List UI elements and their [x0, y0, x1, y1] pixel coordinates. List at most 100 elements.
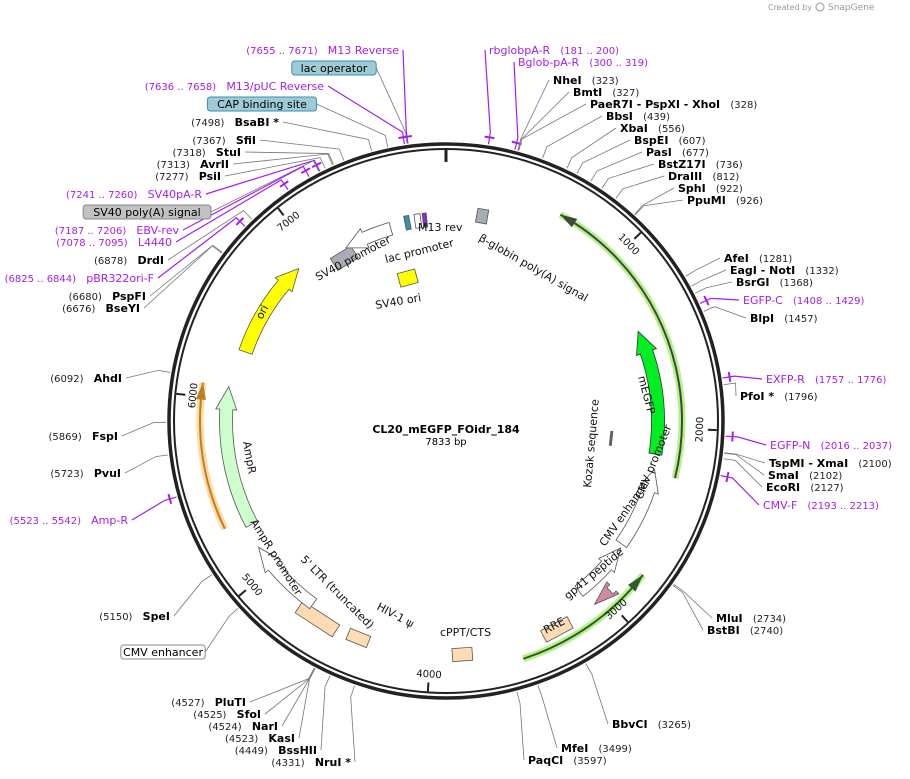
primer-label[interactable]: Bglob-pA-R (300 .. 319) [518, 51, 648, 70]
enzyme-label[interactable]: (6878) DrdI [94, 249, 164, 268]
site-enzyme[interactable]: (4523) KasI [225, 727, 295, 746]
primer-label[interactable]: (7636 .. 7658) M13/pUC Reverse [145, 75, 324, 94]
label-ori[interactable]: ori [253, 303, 271, 322]
site-enzyme[interactable]: (5723) PvuI [50, 462, 121, 481]
primer-label[interactable]: rbglobpA-R (181 .. 200) [489, 39, 619, 58]
site-enzyme[interactable]: BbsI (439) [606, 105, 670, 124]
site-primer[interactable]: (7655 .. 7671) M13 Reverse [246, 39, 399, 58]
enzyme-label[interactable]: (7498) BsaBI * [191, 111, 279, 130]
site-enzyme[interactable]: (7318) StuI [172, 141, 241, 160]
site-enzyme[interactable]: BlpI (1457) [750, 307, 818, 326]
site-enzyme[interactable]: PfoI * (1796) [740, 385, 818, 404]
sv40-ori-box[interactable] [396, 268, 419, 288]
enzyme-label[interactable]: BbvCI (3265) [612, 713, 691, 732]
ltr-box[interactable] [294, 600, 341, 638]
site-primer[interactable]: EGFP-C (1408 .. 1429) [743, 289, 865, 308]
bglobin-region-arc[interactable] [559, 213, 683, 479]
enzyme-label[interactable]: AfeI (1281) [724, 247, 792, 266]
label-bglobin-polya[interactable]: β-globin poly(A) signal [477, 231, 591, 304]
megfp-arrow[interactable] [636, 330, 665, 456]
kozak-mark[interactable] [608, 430, 614, 446]
enzyme-label[interactable]: BstBI (2740) [707, 619, 783, 638]
site-enzyme[interactable]: (6878) DrdI [94, 249, 164, 268]
site-enzyme[interactable]: XbaI (556) [620, 117, 685, 136]
enzyme-label[interactable]: (5150) SpeI [99, 605, 170, 624]
site-enzyme[interactable]: BspEI (607) [634, 129, 706, 148]
enzyme-label[interactable]: (4527) PluTI [171, 691, 246, 710]
primer-label[interactable]: (7655 .. 7671) M13 Reverse [246, 39, 399, 58]
enzyme-label[interactable]: NheI (323) [553, 69, 619, 88]
site-enzyme[interactable]: EagI - NotI (1332) [730, 259, 839, 278]
enzyme-label[interactable]: EagI - NotI (1332) [730, 259, 839, 278]
site-enzyme[interactable]: (4524) NarI [208, 715, 278, 734]
ampr-promoter-arrow[interactable] [258, 546, 318, 610]
enzyme-label[interactable]: (4524) NarI [208, 715, 278, 734]
primer-label[interactable]: (7241 .. 7260) SV40pA-R [66, 183, 202, 202]
site-box-gray[interactable]: SV40 poly(A) signal [82, 204, 212, 220]
enzyme-label[interactable]: (4449) BssHII [235, 739, 317, 758]
site-enzyme[interactable]: PaeR7I - PspXI - XhoI (328) [590, 93, 757, 112]
site-enzyme[interactable]: (6092) AhdI [50, 367, 122, 386]
enzyme-label[interactable]: XbaI (556) [620, 117, 685, 136]
enzyme-label[interactable]: PpuMI (926) [687, 189, 763, 208]
hiv-psi-box[interactable] [345, 627, 372, 649]
site-enzyme[interactable]: PaqCI (3597) [528, 749, 607, 768]
bglobin-box[interactable] [475, 207, 490, 225]
site-box-white[interactable]: CMV enhancer [120, 644, 206, 660]
site-enzyme[interactable]: (4449) BssHII [235, 739, 317, 758]
primer-label[interactable]: (5523 .. 5542) Amp-R [10, 509, 129, 528]
enzyme-label[interactable]: SmaI (2102) [768, 464, 842, 483]
sv40-promoter-arrow[interactable] [345, 222, 394, 249]
site-enzyme[interactable]: BsrGI (1368) [736, 271, 813, 290]
site-enzyme[interactable]: (7367) SfiI [192, 129, 256, 148]
enzyme-label[interactable]: PfoI * (1796) [740, 385, 818, 404]
rre-box[interactable] [539, 616, 574, 643]
enzyme-label[interactable]: BlpI (1457) [750, 307, 818, 326]
label-sv40-ori[interactable]: SV40 ori [374, 291, 422, 312]
site-primer[interactable]: (7187 .. 7206) EBV-rev [55, 219, 180, 238]
primer-label[interactable]: (7187 .. 7206) EBV-rev [55, 219, 180, 238]
enzyme-label[interactable]: MfeI (3499) [561, 737, 632, 756]
enzyme-label[interactable]: BstZ17I (736) [658, 153, 743, 172]
cppt-box[interactable] [451, 646, 474, 663]
label-cppt-cts[interactable]: cPPT/CTS [440, 626, 491, 639]
cmv-promoter-arrow[interactable] [615, 468, 659, 549]
site-enzyme[interactable]: BmtI (327) [573, 81, 639, 100]
site-enzyme[interactable]: (4525) SfoI [193, 703, 261, 722]
site-enzyme[interactable]: (5150) SpeI [99, 605, 170, 624]
site-enzyme[interactable]: MfeI (3499) [561, 737, 632, 756]
site-enzyme[interactable]: AfeI (1281) [724, 247, 792, 266]
site-enzyme[interactable]: TspMI - XmaI (2100) [769, 452, 892, 471]
enzyme-label[interactable]: (4331) NruI * [271, 751, 351, 770]
site-enzyme[interactable]: SphI (922) [678, 177, 743, 196]
site-primer[interactable]: (6825 .. 6844) pBR322ori-F [5, 267, 154, 286]
primer-label[interactable]: (7078 .. 7095) L4440 [56, 231, 172, 250]
site-primer[interactable]: (7241 .. 7260) SV40pA-R [66, 183, 202, 202]
site-primer[interactable]: (7078 .. 7095) L4440 [56, 231, 172, 250]
enzyme-label[interactable]: MluI (2734) [716, 607, 786, 626]
ori-arrow[interactable] [238, 267, 300, 355]
site-primer[interactable]: rbglobpA-R (181 .. 200) [489, 39, 619, 58]
ampr-arrow[interactable] [215, 385, 259, 528]
enzyme-label[interactable]: (4525) SfoI [193, 703, 261, 722]
lac-operator-mark[interactable] [403, 214, 412, 231]
primer-label[interactable]: EGFP-C (1408 .. 1429) [743, 289, 865, 308]
enzyme-label[interactable]: (7313) AvrII [157, 153, 229, 172]
label-lac-promoter[interactable]: lac promoter [384, 236, 456, 266]
enzyme-label[interactable]: BspEI (607) [634, 129, 706, 148]
enzyme-label[interactable]: (7277) PsiI [155, 165, 221, 184]
label-m13-rev[interactable]: M13 rev [418, 221, 463, 234]
enzyme-label[interactable]: EcoRI (2127) [766, 476, 844, 495]
enzyme-label[interactable]: PaqCI (3597) [528, 749, 607, 768]
site-primer[interactable]: EGFP-N (2016 .. 2037) [770, 434, 892, 453]
cmv-enhancer-arrow[interactable] [574, 547, 622, 597]
enzyme-label[interactable]: (7367) SfiI [192, 129, 256, 148]
enzyme-label[interactable]: TspMI - XmaI (2100) [769, 452, 892, 471]
label-kozak[interactable]: Kozak sequence [581, 398, 602, 488]
site-primer[interactable]: CMV-F (2193 .. 2213) [763, 494, 879, 513]
site-enzyme[interactable]: PpuMI (926) [687, 189, 763, 208]
enzyme-label[interactable]: (5723) PvuI [50, 462, 121, 481]
enzyme-label[interactable]: PasI (677) [646, 141, 709, 160]
enzyme-label[interactable]: BmtI (327) [573, 81, 639, 100]
site-primer[interactable]: EXFP-R (1757 .. 1776) [766, 368, 887, 387]
